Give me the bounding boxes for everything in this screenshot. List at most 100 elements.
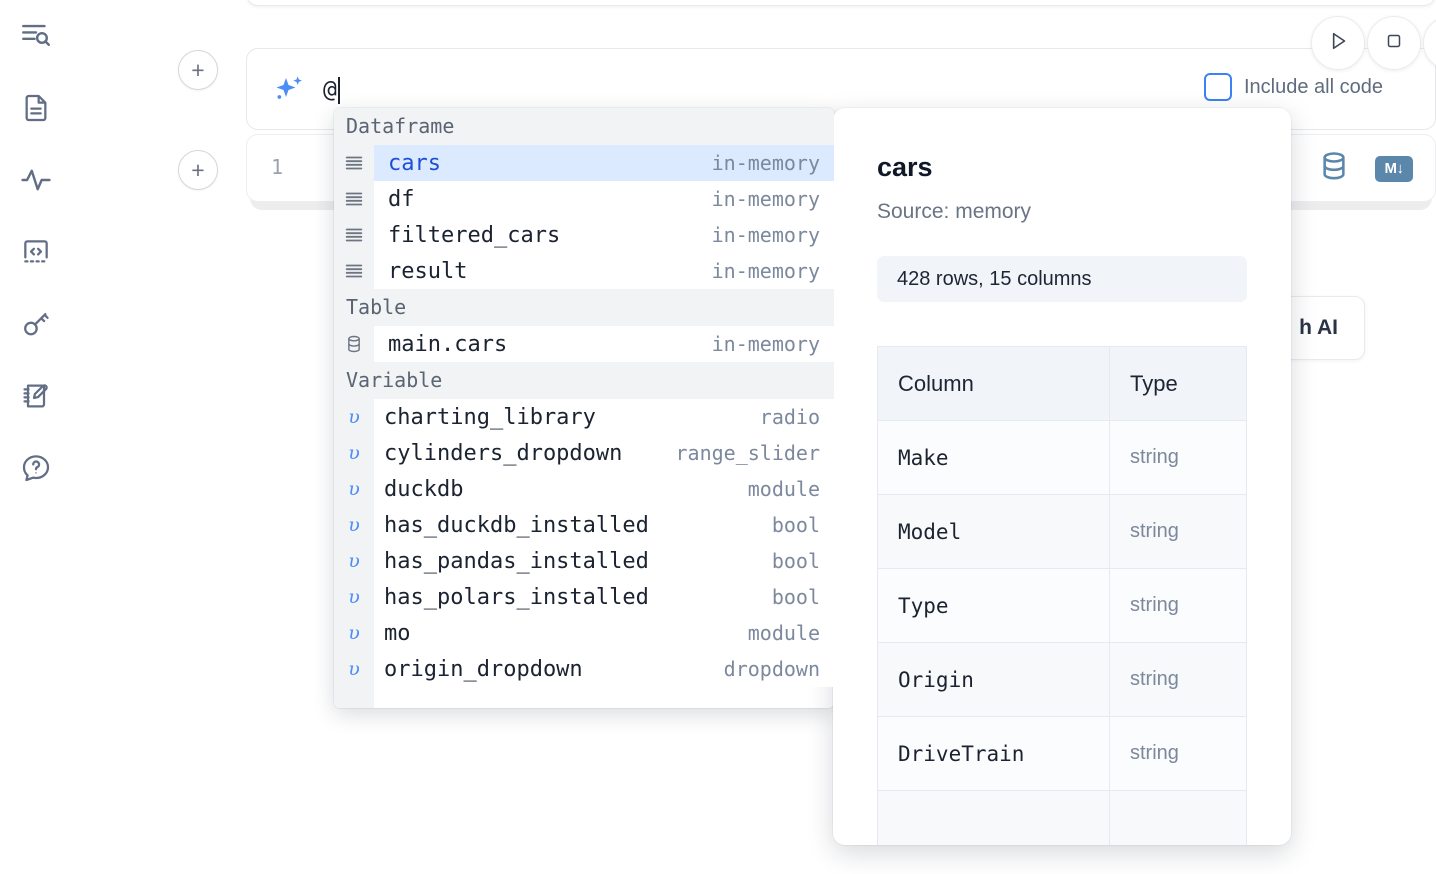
sidebar-item-secrets[interactable] <box>14 302 58 346</box>
sidebar-item-snippets[interactable] <box>14 230 58 274</box>
dataframe-icon <box>334 224 374 246</box>
autocomplete-item-name: duckdb <box>384 476 464 502</box>
autocomplete-item-body: cylinders_dropdown range_slider <box>374 435 834 471</box>
variable-icon: υ <box>348 514 360 536</box>
include-all-code-checkbox[interactable] <box>1204 73 1232 101</box>
autocomplete-item-body: duckdb module <box>374 471 834 507</box>
autocomplete-item[interactable]: υ cylinders_dropdown range_slider <box>334 435 834 471</box>
autocomplete-item-name: cylinders_dropdown <box>384 440 623 466</box>
variable-icon: υ <box>348 622 360 644</box>
schema-column-type: string <box>1109 420 1247 495</box>
sidebar-item-files[interactable] <box>14 86 58 130</box>
key-icon <box>20 308 52 340</box>
autocomplete-item-name: df <box>388 186 415 212</box>
autocomplete-item-kind: module <box>747 477 820 501</box>
autocomplete-group-header: Table <box>334 289 834 326</box>
variable-icon: υ <box>348 406 360 428</box>
autocomplete-item-kind: range_slider <box>675 441 821 465</box>
add-cell-button-bottom[interactable]: + <box>178 150 218 190</box>
autocomplete-item-name: filtered_cars <box>388 222 561 248</box>
explore-outline-icon <box>19 19 53 53</box>
plus-icon: + <box>191 56 205 83</box>
details-shape-badge: 428 rows, 15 columns <box>877 256 1247 302</box>
sidebar-item-scratchpad[interactable] <box>14 374 58 418</box>
include-all-code-row[interactable]: Include all code <box>1204 73 1383 101</box>
notebook-pencil-icon <box>20 380 52 412</box>
run-cell-button[interactable] <box>1311 16 1365 70</box>
autocomplete-item[interactable]: υ origin_dropdown dropdown <box>334 651 834 687</box>
autocomplete-item-name: main.cars <box>388 331 508 357</box>
cell-status-icons: M↓ <box>1317 149 1413 188</box>
schema-column-name: Origin <box>877 642 1110 717</box>
variable-icon: υ <box>348 478 360 500</box>
dataframe-icon <box>334 260 374 282</box>
schema-column-type: string <box>1109 642 1247 717</box>
table-row <box>877 790 1247 845</box>
autocomplete-item-name: origin_dropdown <box>384 656 583 682</box>
autocomplete-item-kind: in-memory <box>711 259 820 283</box>
autocomplete-item[interactable]: υ mo module <box>334 615 834 651</box>
autocomplete-item-kind: in-memory <box>711 187 820 211</box>
plus-icon: + <box>191 156 205 183</box>
autocomplete-item-body: df in-memory <box>374 181 834 217</box>
schema-column-name: Make <box>877 420 1110 495</box>
schema-column-type: string <box>1109 568 1247 643</box>
include-all-code-label: Include all code <box>1244 75 1383 98</box>
sidebar-item-outline[interactable] <box>14 14 58 58</box>
autocomplete-icon-gutter <box>334 108 374 708</box>
markdown-badge[interactable]: M↓ <box>1375 155 1413 182</box>
variable-icon: υ <box>348 586 360 608</box>
schema-column-type: string <box>1109 716 1247 791</box>
ai-prompt-value: @ <box>323 77 337 103</box>
autocomplete-item-kind: bool <box>771 549 820 573</box>
ai-prompt-input[interactable]: @ <box>323 49 1160 131</box>
sidebar-item-help[interactable] <box>14 446 58 490</box>
previous-cell-edge <box>246 0 1436 6</box>
autocomplete-item-kind: in-memory <box>711 223 820 247</box>
text-caret <box>337 76 340 104</box>
help-icon <box>20 452 52 484</box>
autocomplete-item-body: origin_dropdown dropdown <box>374 651 834 687</box>
variable-icon: υ <box>348 658 360 680</box>
schema-column-type <box>1109 790 1247 845</box>
autocomplete-item[interactable]: υ duckdb module <box>334 471 834 507</box>
play-triangle-icon <box>1325 28 1351 59</box>
autocomplete-item-name: mo <box>384 620 411 646</box>
stop-cell-button[interactable] <box>1367 16 1421 70</box>
line-number: 1 <box>271 155 284 179</box>
autocomplete-item-body: filtered_cars in-memory <box>374 217 834 253</box>
autocomplete-item[interactable]: filtered_cars in-memory <box>334 217 834 253</box>
file-icon <box>20 92 52 124</box>
autocomplete-item-kind: dropdown <box>723 657 820 681</box>
autocomplete-item[interactable]: df in-memory <box>334 181 834 217</box>
autocomplete-item-kind: module <box>747 621 820 645</box>
activity-icon <box>19 163 53 197</box>
autocomplete-group-header: Dataframe <box>334 108 834 145</box>
autocomplete-item-body: mo module <box>374 615 834 651</box>
autocomplete-item-name: result <box>388 258 468 284</box>
database-icon[interactable] <box>1317 149 1351 188</box>
variable-icon: υ <box>348 442 360 464</box>
variable-icon: υ <box>348 550 360 572</box>
add-cell-button-top[interactable]: + <box>178 50 218 90</box>
sidebar-item-activity[interactable] <box>14 158 58 202</box>
autocomplete-item[interactable]: result in-memory <box>334 253 834 289</box>
schema-column-type: string <box>1109 494 1247 569</box>
schema-column-name: DriveTrain <box>877 716 1110 791</box>
